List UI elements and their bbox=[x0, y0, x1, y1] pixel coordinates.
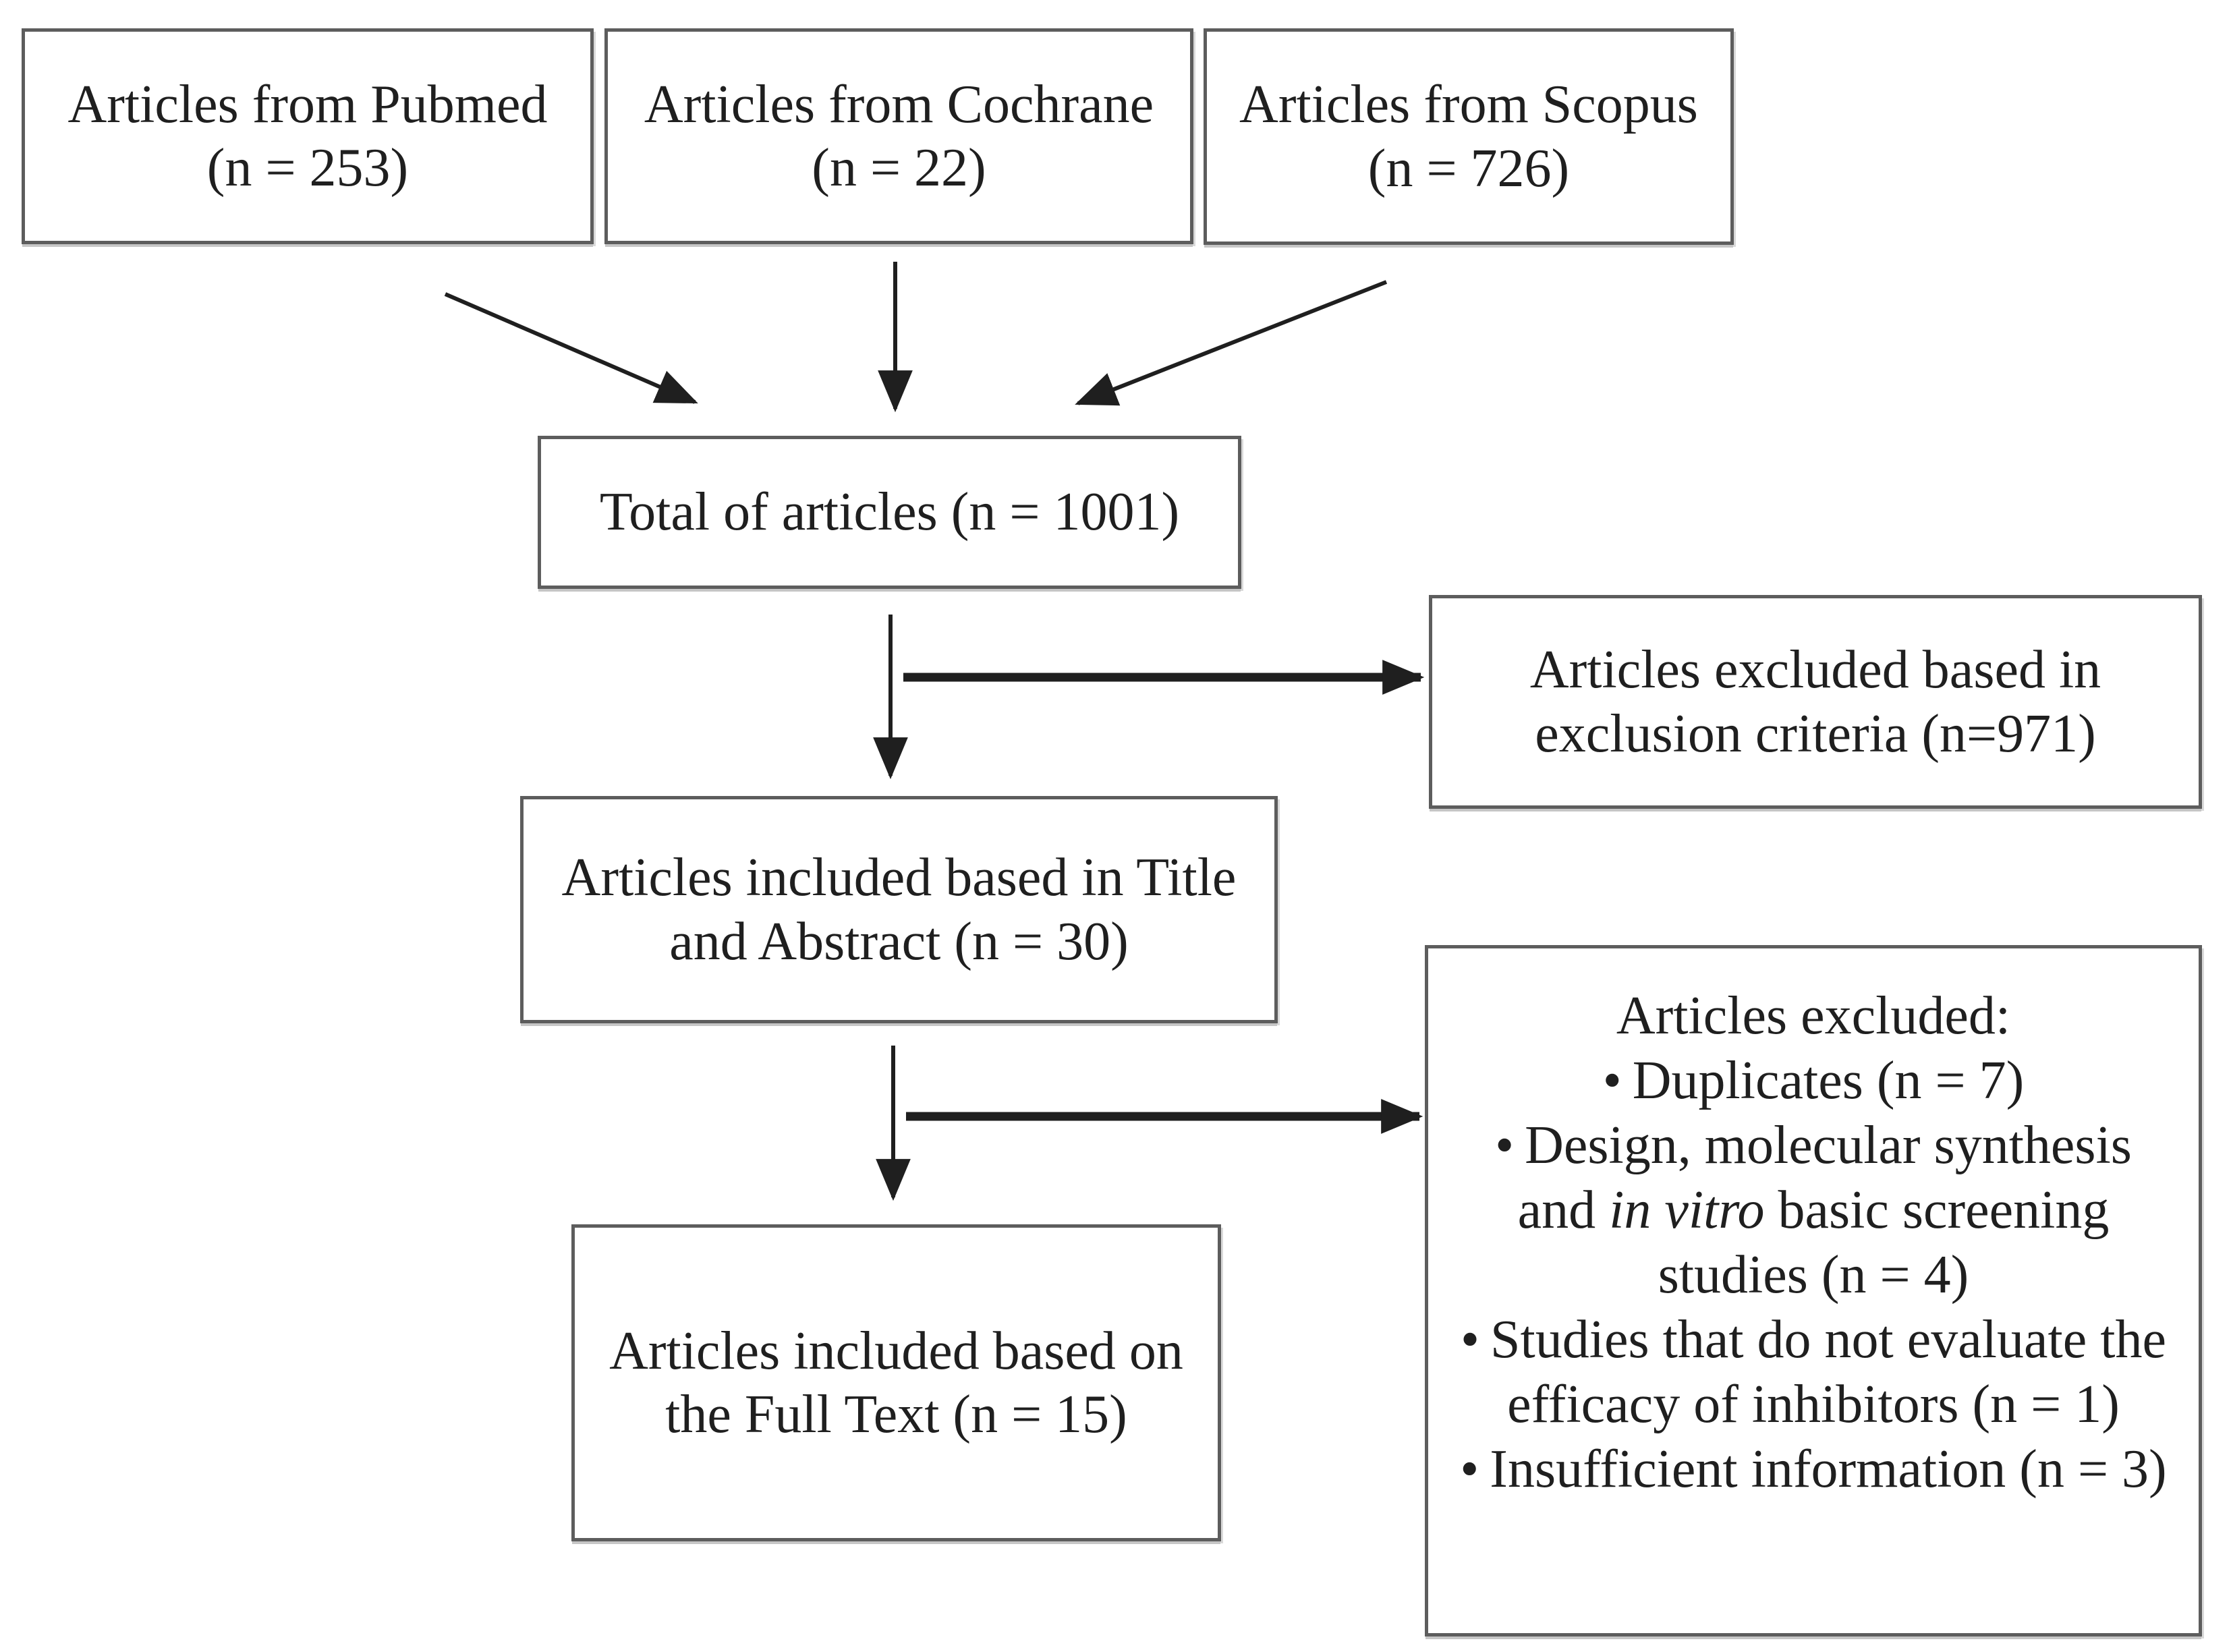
node-count-line: exclusion criteria (n=971) bbox=[1535, 704, 2096, 764]
bullet-dot-icon: • bbox=[1495, 1116, 1515, 1175]
arrow-scopus-to-total bbox=[1075, 280, 1388, 406]
node-articles-excluded-exclusion-criteria: Articles excluded based in exclusion cri… bbox=[1429, 595, 2202, 809]
excluded-list-title: Articles excluded: bbox=[1616, 986, 2011, 1046]
excluded-bullet-design-synthesis: •Design, molecular synthesis and in vitr… bbox=[1473, 1113, 2154, 1307]
node-count-line: (n = 22) bbox=[812, 138, 986, 198]
arrow-pubmed-to-total bbox=[444, 292, 698, 404]
node-count-line: the Full Text (n = 15) bbox=[665, 1385, 1127, 1444]
node-count-line: and Abstract (n = 30) bbox=[669, 911, 1129, 971]
node-articles-from-pubmed: Articles from Pubmed (n = 253) bbox=[22, 28, 594, 244]
node-included-full-text: Articles included based on the Full Text… bbox=[571, 1224, 1221, 1541]
excluded-bullet-duplicates: •Duplicates (n = 7) bbox=[1603, 1048, 2025, 1113]
excluded-bullet-text: basic screening studies (n = 4) bbox=[1658, 1180, 2110, 1305]
excluded-bullet-text: Studies that do not evaluate the efficac… bbox=[1490, 1310, 2166, 1434]
node-label-line: Articles included based on bbox=[609, 1321, 1183, 1381]
excluded-bullet-text: Duplicates (n = 7) bbox=[1632, 1051, 2025, 1110]
node-count-line: (n = 726) bbox=[1367, 138, 1570, 198]
bullet-dot-icon: • bbox=[1602, 1051, 1622, 1110]
node-label-line: Articles from Scopus bbox=[1239, 75, 1698, 135]
node-total-of-articles: Total of articles (n = 1001) bbox=[538, 436, 1241, 589]
node-label-line: Articles from Pubmed bbox=[67, 74, 548, 134]
bullet-dot-icon: • bbox=[1460, 1440, 1479, 1499]
bullet-dot-icon: • bbox=[1460, 1310, 1479, 1369]
node-label-line: Articles from Cochrane bbox=[644, 74, 1154, 134]
node-count-line: (n = 253) bbox=[206, 138, 409, 198]
excluded-bullet-text: Insufficient information (n = 3) bbox=[1490, 1440, 2167, 1499]
excluded-bullet-text-italic: in vitro bbox=[1609, 1180, 1765, 1240]
node-label-line: Articles included based in Title bbox=[561, 848, 1237, 908]
node-label-line: Total of articles (n = 1001) bbox=[599, 482, 1180, 542]
node-articles-from-cochrane: Articles from Cochrane (n = 22) bbox=[604, 28, 1193, 244]
node-articles-excluded-full-text: Articles excluded: •Duplicates (n = 7) •… bbox=[1425, 945, 2202, 1636]
node-included-title-abstract: Articles included based in Title and Abs… bbox=[520, 796, 1278, 1023]
node-label-line: Articles excluded based in bbox=[1529, 640, 2101, 700]
excluded-bullet-insufficient-information: •Insufficient information (n = 3) bbox=[1460, 1437, 2166, 1502]
excluded-bullet-text: Design, molecular synthesis and bbox=[1517, 1116, 2132, 1240]
excluded-bullet-no-efficacy: •Studies that do not evaluate the effica… bbox=[1451, 1307, 2176, 1437]
node-articles-from-scopus: Articles from Scopus (n = 726) bbox=[1204, 28, 1734, 245]
